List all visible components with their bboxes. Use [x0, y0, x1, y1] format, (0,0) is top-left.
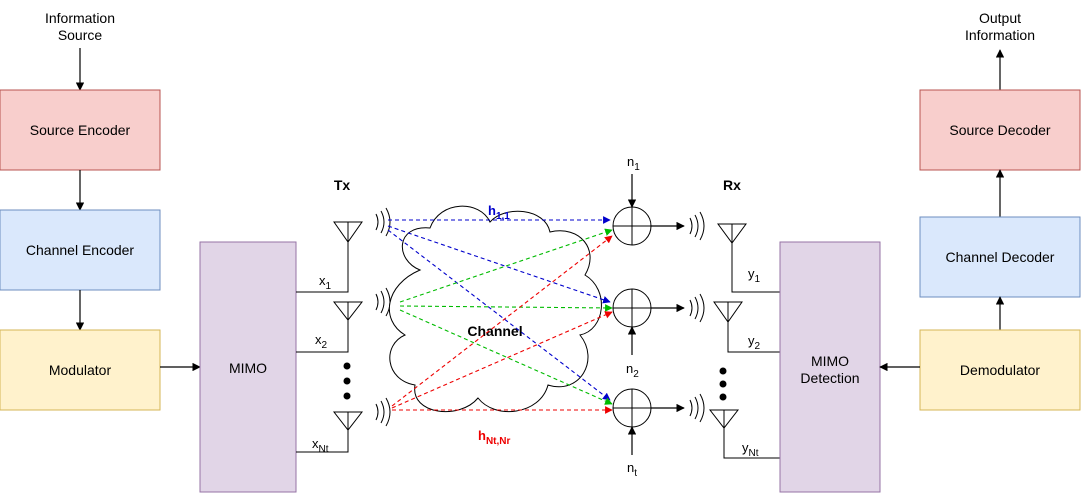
path-green: [399, 309, 613, 405]
tx-ellipsis-dot: [343, 362, 351, 370]
rx-output-2: y2: [748, 333, 761, 352]
mimo-tx-label: MIMO: [229, 360, 267, 376]
noise-1-label: n1: [627, 154, 640, 173]
rx-ellipsis-dot: [719, 393, 727, 401]
tx-input-3: xNt: [312, 436, 329, 455]
h11-label: h1,1: [488, 203, 510, 222]
channel-decoder-label: Channel Decoder: [946, 249, 1055, 265]
hNtNr-label: hNt,Nr: [478, 428, 511, 447]
information-source-label-line2: Source: [58, 27, 103, 43]
demodulator-block: [919, 329, 1081, 411]
tx-feed-3: [296, 430, 349, 453]
noise-2-label: n2: [626, 361, 639, 380]
source-decoder-label: Source Decoder: [949, 122, 1051, 138]
tx-ellipsis-dot: [343, 377, 351, 385]
adder-2-icon: [612, 288, 652, 328]
source-encoder-block: [0, 89, 161, 171]
channel-decoder-block: [919, 216, 1081, 298]
demodulator-label: Demodulator: [960, 362, 1040, 378]
noise-3-label: nt: [627, 460, 637, 479]
mimo-detection-label-line2: Detection: [800, 370, 859, 386]
information-source-label-line1: Information: [45, 10, 115, 26]
tx-input-1: x1: [319, 273, 332, 292]
rx-feed-1: [731, 243, 781, 300]
source-decoder-block: [919, 89, 1081, 171]
rx-output-1: y1: [748, 266, 761, 285]
mimo-detection-label-line1: MIMO: [811, 353, 849, 369]
path-red: [391, 311, 613, 409]
path-red: [391, 235, 613, 407]
source-encoder-label: Source Encoder: [30, 122, 131, 138]
channel-label: Channel: [467, 323, 522, 339]
rx-feed-3: [723, 428, 780, 459]
rx-ellipsis-dot: [719, 367, 727, 375]
tx-feed-1: [296, 242, 349, 293]
rx-feed-2: [727, 322, 780, 353]
modulator-block: [0, 329, 161, 411]
adder-1-icon: [612, 206, 652, 246]
rx-antenna-2-icon: [689, 293, 743, 323]
tx-antenna-3-icon: [332, 397, 391, 431]
path-green: [399, 304, 613, 312]
tx-antenna-2-icon: [332, 287, 391, 321]
modulator-label: Modulator: [49, 362, 112, 378]
output-information-label-line1: Output: [979, 10, 1021, 26]
rx-ellipsis-dot: [719, 380, 727, 388]
tx-title: Tx: [334, 177, 351, 193]
rx-output-3: yNt: [742, 440, 759, 459]
path-green: [399, 228, 613, 303]
channel-encoder-block: [0, 209, 161, 291]
rx-antenna-1-icon: [689, 211, 747, 244]
path-blue: [387, 229, 611, 401]
channel-cloud-icon: [389, 205, 602, 412]
mimo-detection-block: [779, 241, 881, 493]
mimo-tx-block: [199, 241, 297, 493]
rx-antenna-3-icon: [689, 393, 740, 429]
rx-title: Rx: [723, 177, 741, 193]
output-information-label-line2: Information: [965, 27, 1035, 43]
channel-encoder-label: Channel Encoder: [26, 242, 135, 258]
tx-feed-2: [296, 320, 349, 353]
tx-antenna-1-icon: [333, 207, 391, 243]
tx-input-2: x2: [315, 332, 328, 351]
tx-ellipsis-dot: [343, 392, 351, 400]
adder-3-icon: [612, 388, 652, 428]
